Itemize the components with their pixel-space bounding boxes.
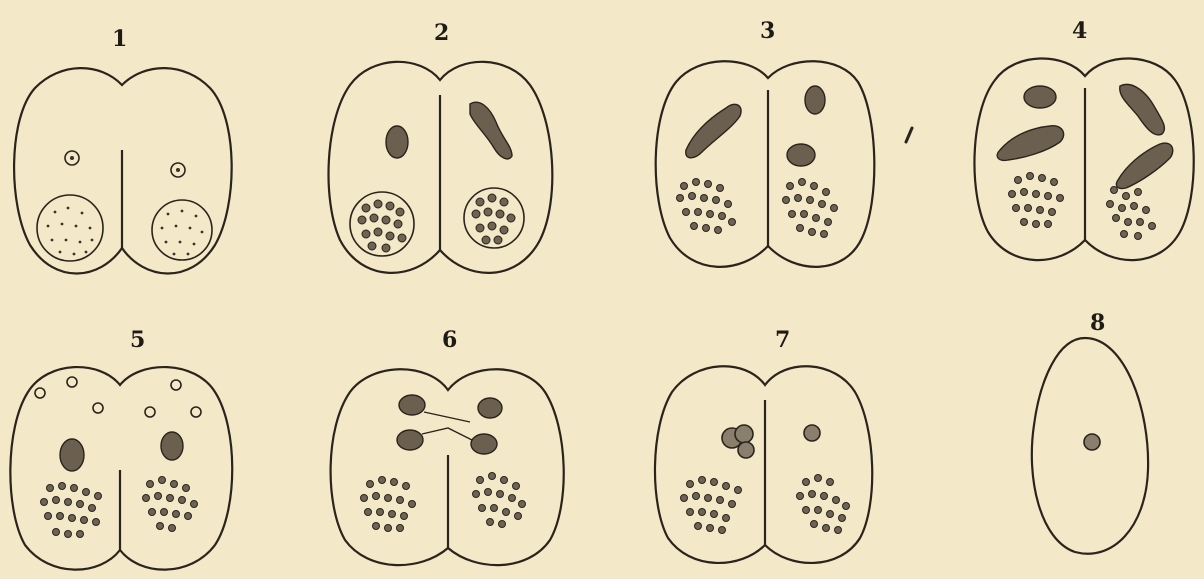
stage-3-right-nucleus-b: [787, 144, 815, 166]
stage-5-right-nucleus: [161, 432, 183, 460]
stage-1-right-granule-mass: [152, 200, 212, 260]
stage-2: 2: [329, 20, 553, 273]
stage-1-label: 1: [112, 26, 127, 52]
stage-6-right-nucleus-b: [471, 434, 497, 454]
stage-8-nucleus: [1084, 434, 1100, 450]
stage-4-label: 4: [1072, 18, 1087, 44]
stage-7-right-nucleus: [804, 425, 820, 441]
stage-6-granules: [361, 473, 526, 532]
stage-4: 4: [974, 18, 1193, 260]
stage-4-left-nucleus-a: [1024, 86, 1056, 108]
stage-1-left-granule-mass: [37, 195, 103, 261]
stage-4-right-nucleus-a: [1120, 84, 1165, 134]
stage-5-label: 5: [130, 327, 145, 353]
stage-6-left-nucleus-b: [397, 430, 423, 450]
stage-2-label: 2: [434, 20, 449, 46]
stage-7-label: 7: [775, 327, 790, 353]
stage-4-right-dividing-nucleus: [1116, 143, 1172, 188]
stage-7-left-nuclear-cluster: [722, 425, 754, 458]
stage-7: 7: [655, 327, 872, 563]
stage-1: 1: [14, 26, 232, 274]
stage-6-connecting-strands: [422, 412, 472, 440]
stage-5-left-nucleus: [60, 439, 84, 471]
stage-2-granules: [358, 194, 515, 252]
stage-3-right-nucleus-a: [805, 86, 825, 114]
stage-6-right-nucleus-a: [478, 398, 502, 418]
stage-2-left-nucleus: [386, 126, 408, 158]
stage-3-cell-outline: [656, 61, 875, 267]
stage-3-left-dividing-nucleus: [686, 104, 741, 157]
stage-1-stipple: [47, 207, 204, 256]
stage-4-left-dividing-nucleus: [997, 126, 1063, 161]
stage-2-right-dividing-nucleus: [470, 102, 512, 159]
stage-6-left-nucleus-a: [399, 395, 425, 415]
stage-5: 5: [10, 327, 232, 570]
stage-6: 6: [331, 327, 564, 565]
stage-8: 8: [1032, 310, 1148, 554]
stage-3: 3: [656, 18, 875, 267]
stage-3-granules: [677, 179, 838, 238]
stage-3-label: 3: [760, 18, 775, 44]
ink-mark: [906, 128, 912, 142]
stage-6-label: 6: [442, 327, 457, 353]
stage-8-label: 8: [1090, 310, 1105, 336]
